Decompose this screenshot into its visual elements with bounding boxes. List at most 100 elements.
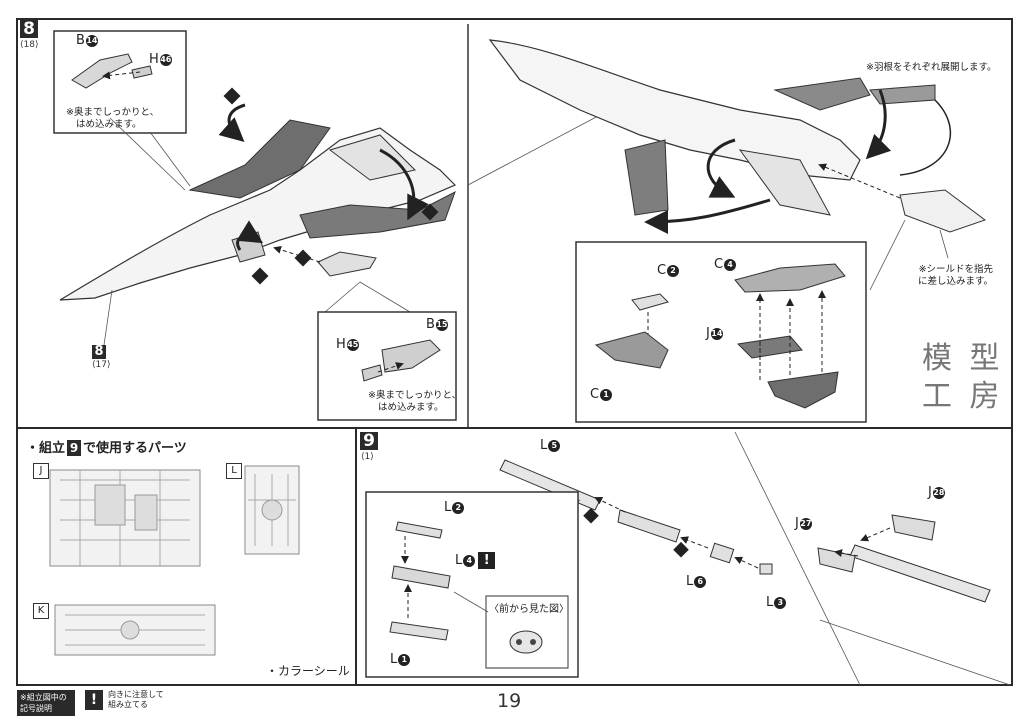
jet-extended-step8: [488, 39, 987, 233]
label-l4-letter: L: [455, 553, 463, 568]
label-h46-number: 46: [159, 54, 172, 66]
runner-k-drawing: [54, 604, 216, 656]
label-j28: J28: [928, 485, 945, 500]
label-c1-letter: C: [590, 387, 600, 402]
label-l1-number: 1: [398, 654, 411, 666]
part-j14-drawing: [736, 335, 803, 359]
label-b15-number: 15: [435, 319, 448, 331]
parts-title-suffix: で使用するパーツ: [83, 441, 187, 456]
part-b14-drawing: [71, 53, 133, 89]
page-frame: [16, 18, 1013, 686]
runner-l-drawing: [244, 465, 300, 555]
label-c2-letter: C: [657, 263, 667, 278]
label-j14-letter: J: [706, 326, 710, 341]
label-c4-number: 4: [724, 259, 737, 271]
step-marker-3b: [421, 203, 439, 221]
label-c1-number: 1: [600, 389, 613, 401]
note-b15-line2: はめ込みます。: [378, 402, 444, 413]
sticker-label: ・カラーシール: [266, 664, 350, 678]
gun-body-drawing: [849, 544, 991, 603]
part-h46-drawing: [131, 65, 153, 79]
legend-caution-text: 向きに注意して 組み立てる: [108, 690, 164, 710]
part-l5-sleeve-drawing: [617, 509, 681, 543]
note-shield-line1: ※シールドを指先: [918, 264, 994, 275]
label-b14-letter: B: [76, 33, 85, 48]
note-b14-press: ※奥までしっかりと、はめ込みます。: [66, 107, 159, 131]
part-l3-drawing: [759, 563, 773, 575]
step9-marker-2: [583, 507, 599, 524]
label-j28-number: 28: [932, 487, 945, 499]
note-shield: ※シールドを指先に差し込みます。: [906, 264, 993, 288]
parts-title-step: 9: [67, 440, 82, 456]
part-c2-drawing: [631, 293, 669, 311]
runner-j-drawing: [49, 469, 201, 567]
label-h46-letter: H: [149, 52, 159, 67]
step-marker-1: [294, 249, 312, 267]
part-l4-drawing: [391, 565, 451, 589]
note-b14-line2: はめ込みます。: [76, 119, 142, 130]
step8-number: 8: [20, 20, 38, 38]
section-divider-vertical: [355, 427, 357, 686]
label-h46: H46: [149, 52, 172, 67]
label-l2-number: 2: [452, 502, 465, 514]
part-h45-drawing: [361, 364, 383, 382]
label-l6-number: 6: [694, 576, 707, 588]
label-j14: J14: [706, 326, 723, 341]
part-l2-drawing: [395, 521, 443, 539]
label-j28-letter: J: [928, 485, 932, 500]
label-l6-letter: L: [686, 574, 694, 589]
parts-title-prefix: ・組立: [26, 441, 66, 456]
label-b15-letter: B: [426, 317, 435, 332]
watermark-line1: 模 型: [922, 341, 1004, 376]
label-j14-number: 14: [710, 328, 723, 340]
legend-caution-line2: 組み立てる: [108, 700, 148, 709]
label-l3-letter: L: [766, 595, 774, 610]
legend-caution-line1: 向きに注意して: [108, 690, 164, 699]
watermark-line2: 工 房: [922, 379, 1004, 414]
label-l5-number: 5: [548, 440, 561, 452]
legend-key-line2: 記号説明: [20, 704, 52, 713]
note-b15-line1: ※奥までしっかりと、: [368, 390, 462, 401]
note-shield-line2: に差し込みます。: [918, 276, 994, 287]
label-j27-letter: J: [795, 516, 799, 531]
front-view-label: 〈前から見た図〉: [489, 604, 569, 615]
label-l4-number: 4: [463, 555, 476, 567]
step-marker-2: [251, 267, 269, 285]
part-j28-drawing: [891, 514, 936, 541]
label-h45-number: 45: [346, 339, 359, 351]
label-b14-number: 14: [85, 35, 98, 47]
step9-marker-1: [673, 541, 689, 558]
part-l6-drawing: [709, 542, 735, 564]
front-view-drawing: [509, 630, 543, 654]
part-c4-drawing: [734, 263, 846, 293]
runner-tag-l: L: [226, 463, 242, 479]
runner-tag-k: K: [33, 603, 49, 619]
legend-symbol-key: ※組立図中の 記号説明: [17, 690, 75, 716]
shield-drawing: [899, 189, 987, 233]
step9-sub-ref: ⟨1⟩: [361, 452, 374, 462]
step9-number: 9: [360, 432, 378, 450]
note-b14-line1: ※奥までしっかりと、: [66, 107, 160, 118]
part-l1-drawing: [389, 621, 449, 641]
watermark: 模 型 工 房: [922, 340, 1004, 416]
ref-step-8-sub: ⟨17⟩: [92, 360, 111, 370]
caution-icon: !: [478, 552, 496, 569]
label-l5-letter: L: [540, 438, 548, 453]
label-l3-number: 3: [774, 597, 787, 609]
legend-key-line1: ※組立図中の: [20, 693, 67, 702]
note-wings-extend: ※羽根をそれぞれ展開します。: [866, 62, 997, 73]
runner-tag-j: J: [33, 463, 49, 479]
note-b15-press: ※奥までしっかりと、はめ込みます。: [368, 390, 461, 414]
label-j27-number: 27: [799, 518, 812, 530]
caution-legend-icon: !: [85, 690, 103, 710]
